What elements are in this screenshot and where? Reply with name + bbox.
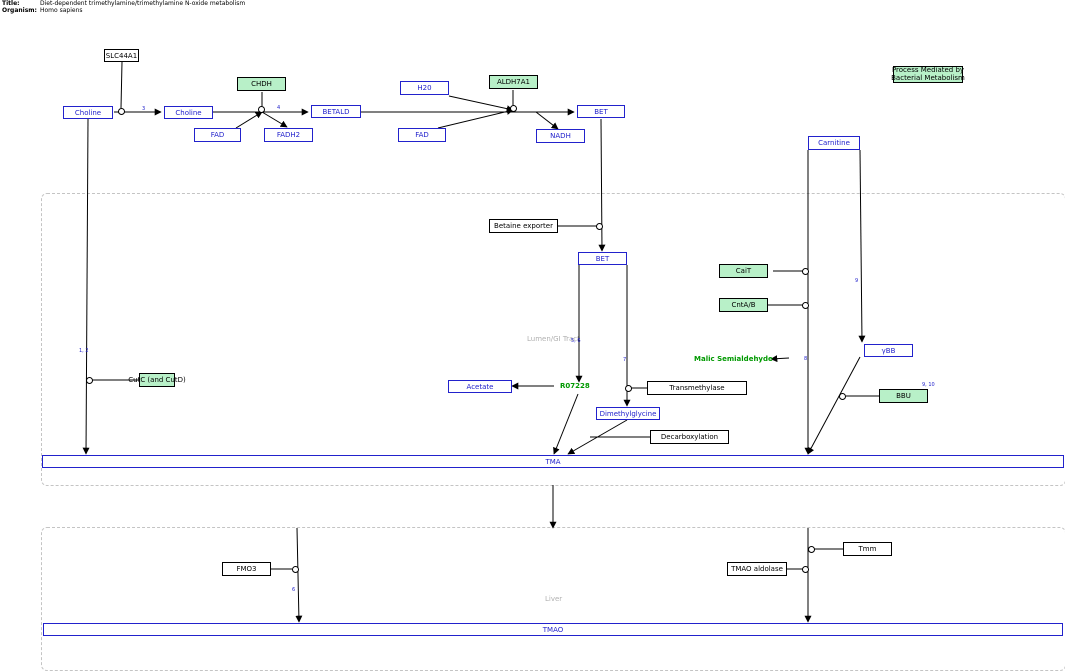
chdh-modifier-circle (258, 106, 265, 113)
metabolite-fad-2[interactable]: FAD (398, 128, 446, 142)
metabolite-fadh2[interactable]: FADH2 (264, 128, 313, 142)
step-label-1-2: 1, 2 (79, 348, 89, 354)
metabolite-nadh[interactable]: NADH (536, 129, 585, 143)
edge-tma-tmao (295, 527, 303, 623)
note-line-1: Process Mediated by (891, 66, 965, 74)
gene-cait[interactable]: CaiT (719, 264, 768, 278)
metabolite-dimethylglycine[interactable]: Dimethylglycine (596, 407, 660, 420)
edge-carnitine-ybb (858, 149, 866, 343)
edge-choline-tma (82, 118, 90, 455)
cait-modifier-circle (802, 268, 809, 275)
gene-slc44a1[interactable]: SLC44A1 (104, 49, 139, 62)
edge-h2o (448, 95, 514, 113)
step-label-6: 6 (292, 587, 296, 593)
gene-cutc[interactable]: CutC (and CutD) (128, 373, 186, 387)
betaine-exporter-modifier-circle (596, 223, 603, 230)
step-label-7: 7 (623, 357, 627, 363)
gene-tmm[interactable]: Tmm (843, 542, 892, 556)
step-label-8: 8 (804, 356, 808, 362)
reaction-malic-semialdehyde[interactable]: Malic Semialdehyde (694, 355, 773, 363)
edge-fad-1 (235, 111, 263, 129)
organism-name: Homo sapiens (40, 7, 83, 14)
gene-chdh[interactable]: CHDH (237, 77, 286, 91)
title-label: Title: (2, 0, 20, 7)
gene-fmo3[interactable]: FMO3 (222, 562, 271, 576)
note-line-2: Bacterial Metabolism (891, 73, 965, 82)
step-label-9: 9 (855, 278, 859, 284)
gene-aldh7a1[interactable]: ALDH7A1 (489, 75, 538, 89)
step-label-4: 4 (277, 105, 281, 111)
tmao-aldolase-modifier-circle (802, 566, 809, 573)
step-label-5-6: 5, 6 (571, 338, 581, 344)
cnta-b-modifier-circle (802, 302, 809, 309)
metabolite-choline-extracellular[interactable]: Choline (63, 106, 113, 119)
step-label-3: 3 (142, 106, 146, 112)
organism-label: Organism: (2, 7, 37, 14)
edge-ybb-tma (807, 356, 861, 455)
gene-tmao-aldolase[interactable]: TMAO aldolase (727, 562, 787, 576)
lumen-region-label: Lumen/GI Tract (527, 335, 580, 343)
metabolite-choline[interactable]: Choline (164, 106, 213, 119)
gene-decarboxylation[interactable]: Decarboxylation (650, 430, 729, 444)
bbu-modifier-circle (839, 393, 846, 400)
bacterial-metabolism-note: Process Mediated by Bacterial Metabolism (891, 66, 965, 83)
edge-r07228-tma (553, 393, 579, 455)
metabolite-acetate[interactable]: Acetate (448, 380, 512, 393)
gene-cnta-b[interactable]: CntA/B (719, 298, 768, 312)
step-label-9-10: 9, 10 (922, 382, 935, 388)
edge-slc44a1-mod (120, 61, 123, 109)
pathway-title: Diet-dependent trimethylamine/trimethyla… (40, 0, 246, 7)
edge-fad-2 (437, 108, 514, 129)
edge-fadh2 (261, 111, 288, 128)
metabolite-fad[interactable]: FAD (194, 128, 241, 142)
metabolite-bet-lumen[interactable]: BET (578, 252, 627, 265)
metabolite-betald[interactable]: BETALD (311, 105, 361, 118)
reaction-r07228[interactable]: R07228 (560, 382, 590, 390)
slc44a1-modifier-circle (118, 108, 125, 115)
edge-malic-semialdehyde (770, 355, 790, 363)
gene-betaine-exporter[interactable]: Betaine exporter (489, 219, 558, 233)
aldh7a1-modifier-circle (510, 105, 517, 112)
metabolite-bet[interactable]: BET (577, 105, 625, 118)
edge-nadh (535, 111, 559, 130)
gene-bbu[interactable]: BBU (879, 389, 928, 403)
organism-line: Organism:Homo sapiens (2, 7, 83, 14)
metabolite-h2o[interactable]: H20 (400, 81, 449, 95)
tmm-modifier-circle (808, 546, 815, 553)
transmethylase-modifier-circle (625, 385, 632, 392)
metabolite-tmao[interactable]: TMAO (43, 623, 1063, 636)
metabolite-carnitine[interactable]: Carnitine (808, 136, 860, 150)
fmo3-modifier-circle (292, 566, 299, 573)
edge-bet-export (598, 118, 606, 252)
metabolite-tma[interactable]: TMA (42, 455, 1064, 468)
cutc-modifier-circle (86, 377, 93, 384)
liver-region-label: Liver (545, 595, 563, 603)
metabolite-ybb[interactable]: γBB (864, 344, 913, 357)
pathway-title-line: Title: Diet-dependent trimethylamine/trim… (2, 0, 245, 7)
gene-transmethylase[interactable]: Transmethylase (647, 381, 747, 395)
